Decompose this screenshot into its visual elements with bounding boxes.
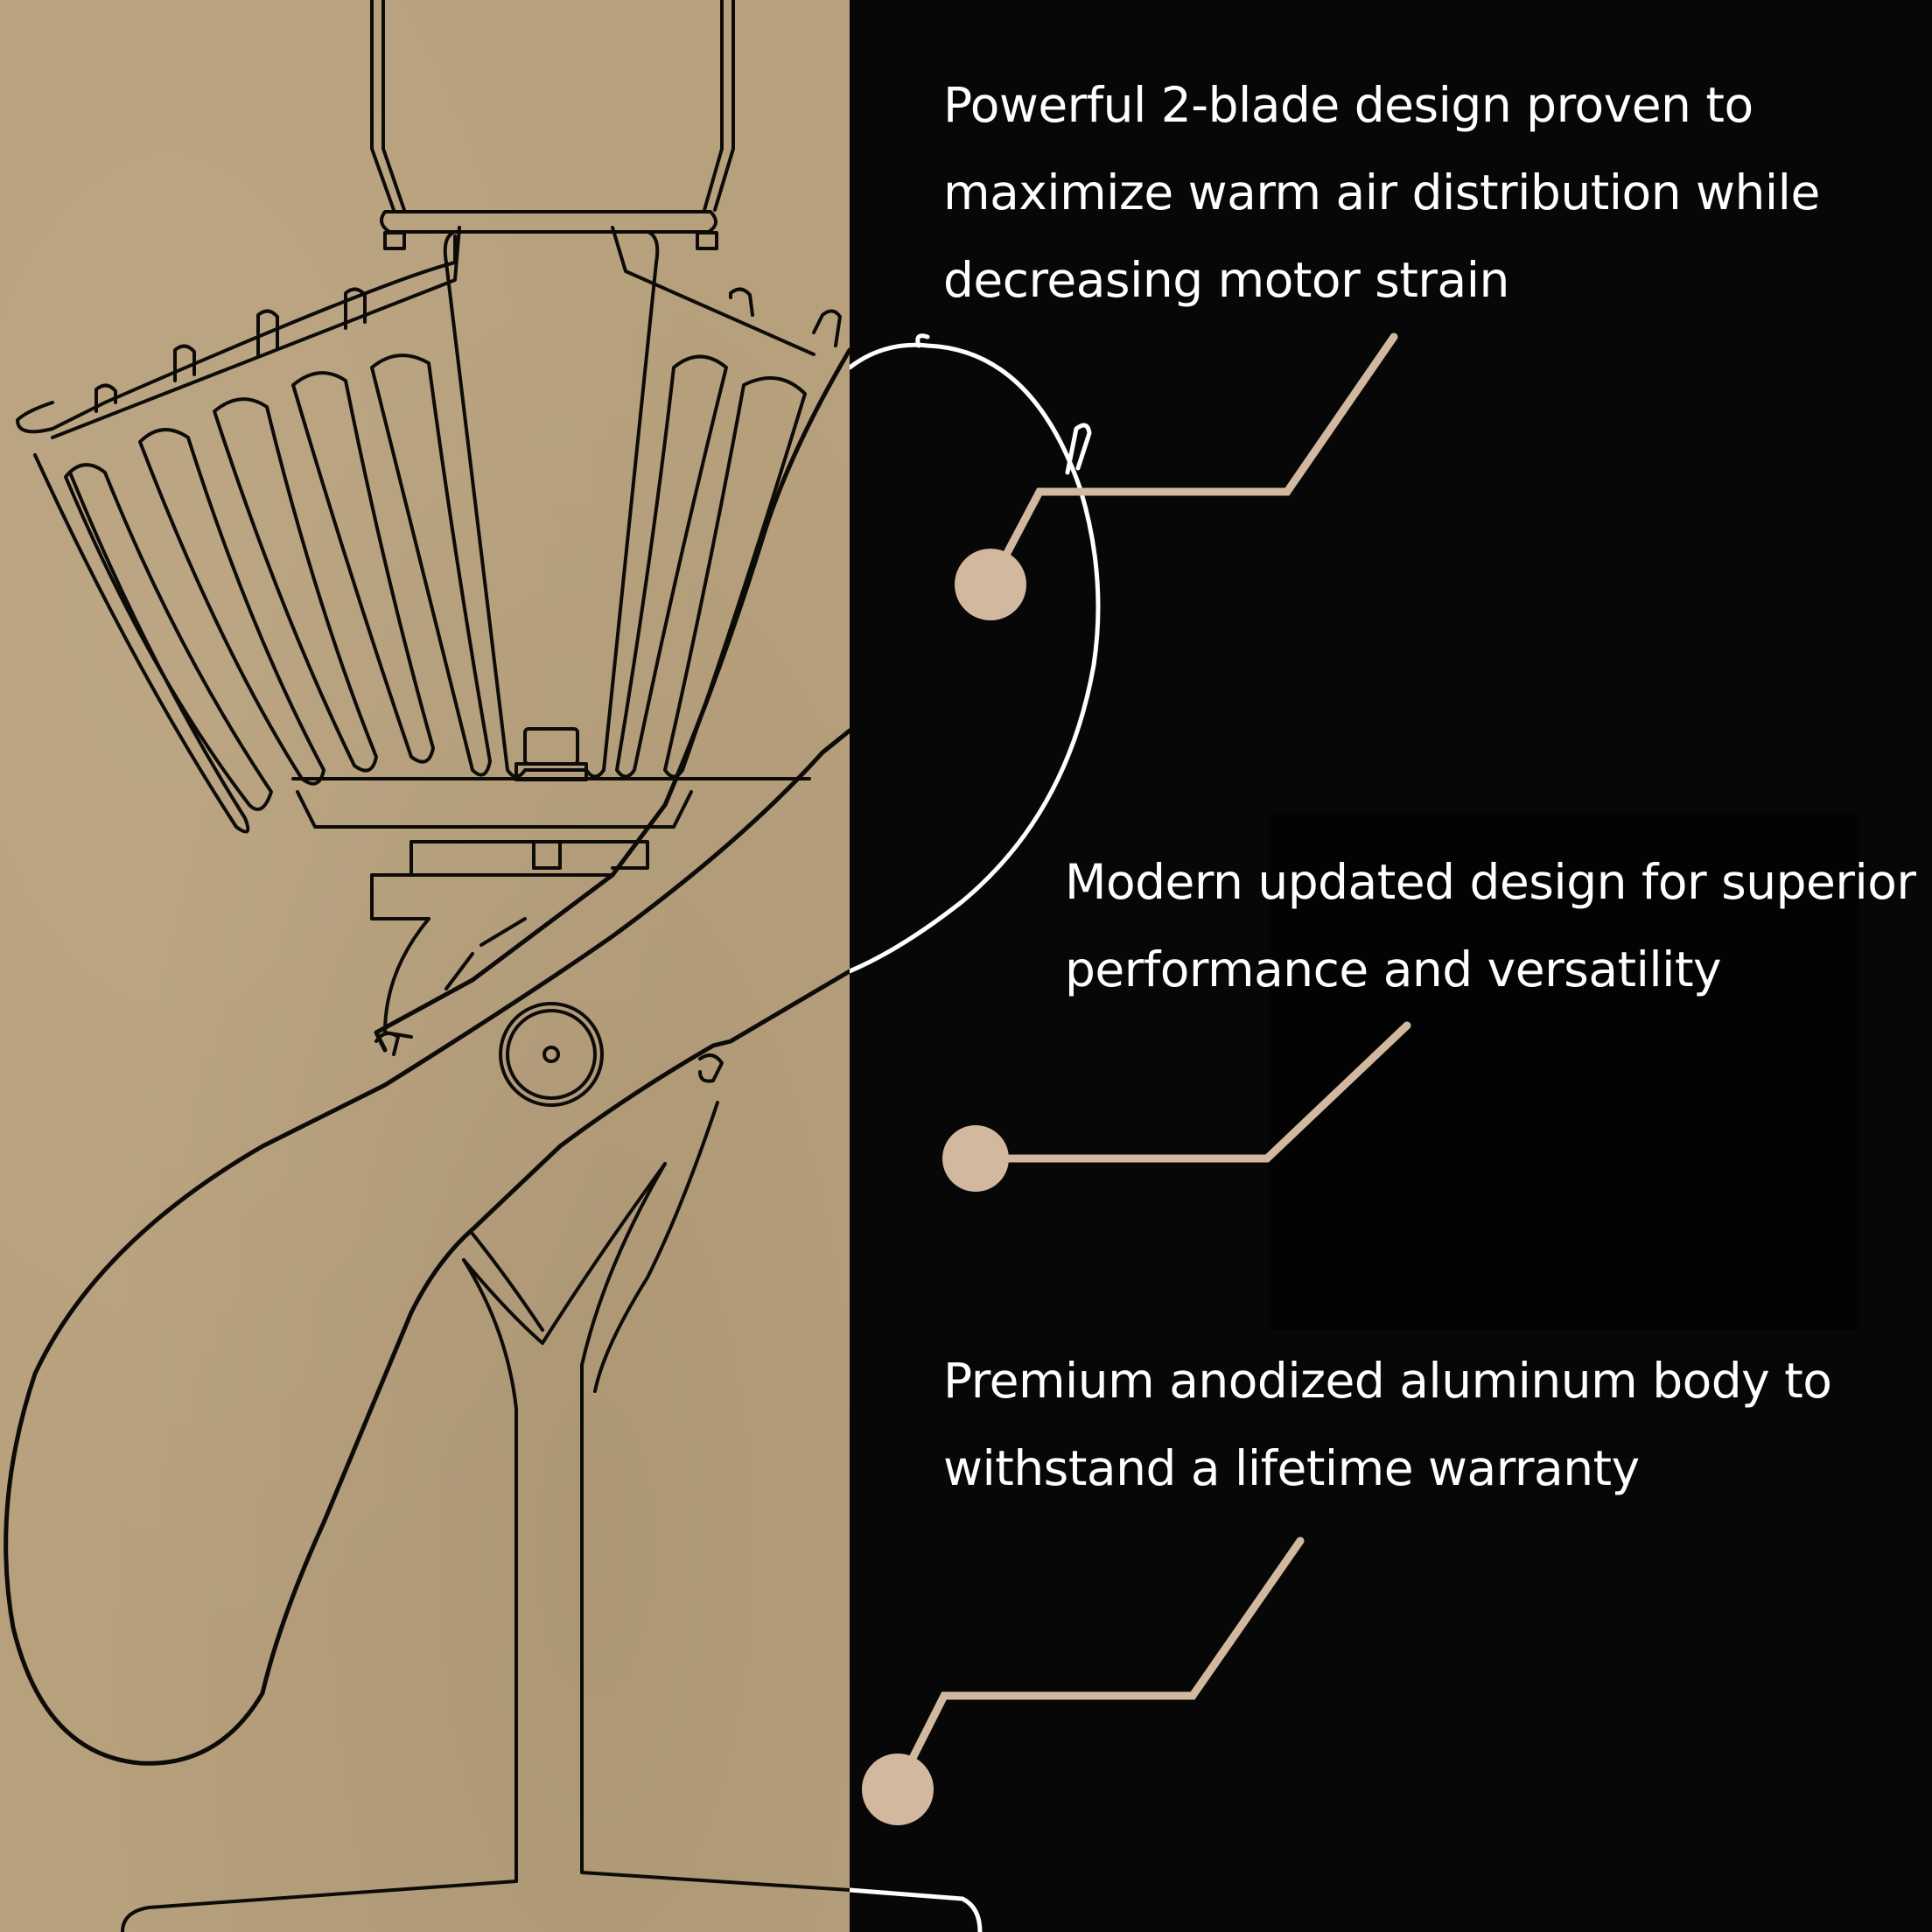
heat-sink-fin-center (443, 230, 660, 779)
callout-dot-2 (942, 1125, 1009, 1192)
fan-hub-inner (506, 1009, 597, 1100)
motor-housing (370, 840, 649, 920)
fan-stand (121, 1162, 850, 1932)
fan-stand-bolt (698, 1054, 724, 1083)
callout-line-1 (986, 332, 1398, 589)
feature-3-line-2: withstand a lifetime warranty (943, 1440, 1640, 1496)
feature-callout-text-3: Premium anodized aluminum body to withst… (943, 1337, 1832, 1512)
heat-sink-fin-3 (213, 397, 378, 773)
callout-dots (862, 549, 1026, 1825)
heat-sink-fin-7 (663, 376, 807, 779)
fan-stand-inner (593, 1101, 719, 1393)
feature-callout-text-2: Modern updated design for superior perfo… (1065, 838, 1916, 1013)
propeller-tab-right (915, 333, 1092, 475)
feature-3-line-1: Premium anodized aluminum body to (943, 1353, 1832, 1409)
fan-top-bar-peg-right (696, 231, 718, 250)
fan-top-handle-right (703, 0, 735, 212)
fan-stand-right (850, 1887, 983, 1932)
heat-sink-fin-5 (370, 354, 492, 777)
propeller-groove (462, 1162, 667, 1345)
heat-sink-fin-1 (64, 463, 273, 811)
feature-2-line-1: Modern updated design for superior (1065, 854, 1916, 910)
fan-top-handle (370, 0, 406, 212)
motor-spindle (532, 840, 562, 870)
motor-nut (523, 727, 579, 766)
feature-1-line-3: decreasing motor strain (943, 252, 1509, 308)
heat-sink-fin-4 (291, 371, 435, 764)
feature-callout-text-1: Powerful 2-blade design proven to maximi… (943, 61, 1820, 324)
motor-nut-base (514, 762, 588, 781)
callout-line-3 (892, 1536, 1305, 1794)
heat-sink-rim (51, 226, 816, 439)
motor-drum (383, 917, 527, 1039)
callout-lines (892, 332, 1411, 1794)
feature-1-line-1: Powerful 2-blade design proven to (943, 77, 1754, 133)
propeller-blade-upper-right (850, 342, 1101, 974)
propeller-blade-upper (374, 347, 850, 1053)
callout-line-2 (971, 1021, 1411, 1163)
heat-sink-arc-outer (33, 453, 250, 834)
fan-outline-dark (4, 0, 850, 1932)
feature-2-line-2: performance and versatility (1065, 942, 1722, 998)
heat-sink-base (291, 777, 811, 829)
kraft-paper-background (0, 0, 850, 1932)
fan-stand-bolt-left (374, 1032, 400, 1056)
heat-sink-teeth (94, 287, 842, 413)
fan-hub-dot (542, 1046, 560, 1063)
fan-hub-outer (499, 1002, 604, 1107)
fan-outline-light (850, 333, 1101, 1932)
heat-sink-fin-6 (615, 354, 728, 779)
dark-background-inset (1269, 814, 1859, 1330)
fan-top-bar-peg-left (383, 231, 406, 250)
callout-dot-1 (955, 549, 1026, 620)
propeller-blade (4, 728, 850, 1766)
heat-sink-fin-2 (138, 428, 326, 786)
fan-top-bar (380, 210, 718, 234)
feature-1-line-2: maximize warm air distribution while (943, 164, 1820, 220)
heat-sink-outer-left (16, 234, 457, 434)
callout-dot-3 (862, 1754, 934, 1825)
